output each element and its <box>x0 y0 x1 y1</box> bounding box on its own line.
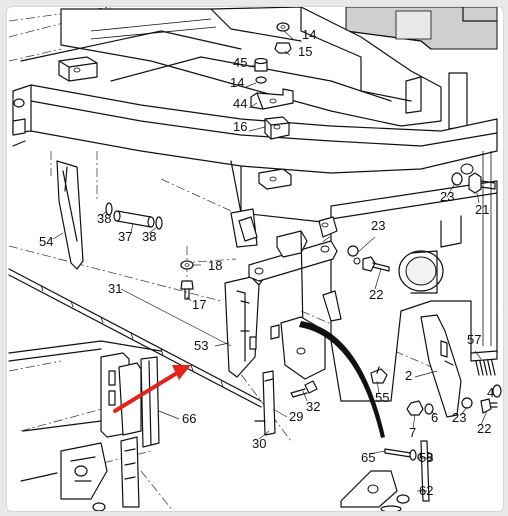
callout-label-c14b: 14 <box>230 75 244 90</box>
callout-label-c54: 54 <box>39 234 53 249</box>
callout-label-c17: 17 <box>192 297 206 312</box>
shaft-37 <box>105 202 163 230</box>
red-indicator-arrow <box>113 365 191 413</box>
callout-label-c30: 30 <box>252 436 266 451</box>
callout-label-c66: 66 <box>182 411 196 426</box>
callout-label-c65: 65 <box>361 450 375 465</box>
callout-label-c23b: 23 <box>371 218 385 233</box>
callout-label-c16: 16 <box>233 119 247 134</box>
callout-label-c57: 57 <box>467 332 481 347</box>
diagram-frame: 14 15 45 14 44 16 23 21 38 37 38 54 23 18 22 31 17 53 57 2 5… <box>6 6 504 512</box>
callout-label-c62: 62 <box>419 483 433 498</box>
callout-label-c53: 53 <box>194 338 208 353</box>
bracket-53 <box>224 270 264 378</box>
callout-label-c22a: 22 <box>369 287 383 302</box>
motion-arrow <box>299 321 385 438</box>
upright-30 <box>254 370 276 436</box>
callout-label-c22b: 22 <box>477 421 491 436</box>
callout-label-c58: 58 <box>419 450 433 465</box>
leader-lines <box>52 30 488 492</box>
callout-label-c32: 32 <box>306 399 320 414</box>
guide-part-54 <box>56 160 84 270</box>
lower-right-parts <box>340 440 430 511</box>
callout-label-c29: 29 <box>289 409 303 424</box>
callout-label-c55: 55 <box>375 390 389 405</box>
bolts <box>180 172 502 463</box>
callout-label-c15: 15 <box>298 44 312 59</box>
callout-label-c31: 31 <box>108 281 122 296</box>
callout-label-c4: 4 <box>487 385 494 400</box>
callout-label-c2: 2 <box>405 368 412 383</box>
callout-label-c21: 21 <box>475 202 489 217</box>
callout-label-c37: 37 <box>118 229 132 244</box>
callout-labels: 14 15 45 14 44 16 23 21 38 37 38 54 23 18 22 31 17 53 57 2 5… <box>39 27 494 498</box>
callout-label-c7: 7 <box>409 425 416 440</box>
side-frame-panel <box>330 151 498 402</box>
lower-frame <box>8 340 162 511</box>
hardware-stack <box>250 22 294 140</box>
rail-31 <box>8 268 262 408</box>
callout-label-c14a: 14 <box>302 27 316 42</box>
lever-arm <box>238 216 338 380</box>
callout-label-c23a: 23 <box>440 189 454 204</box>
callout-label-c6: 6 <box>431 410 438 425</box>
callout-label-c45: 45 <box>233 55 247 70</box>
bracket-2 <box>322 290 462 418</box>
callout-label-c23c: 23 <box>452 410 466 425</box>
callout-label-c44: 44 <box>233 96 247 111</box>
exploded-parts-diagram: 14 15 45 14 44 16 23 21 38 37 38 54 23 18 22 31 17 53 57 2 5… <box>8 7 502 511</box>
callout-label-c38a: 38 <box>97 211 111 226</box>
callout-label-c18: 18 <box>208 258 222 273</box>
callout-label-c38b: 38 <box>142 229 156 244</box>
